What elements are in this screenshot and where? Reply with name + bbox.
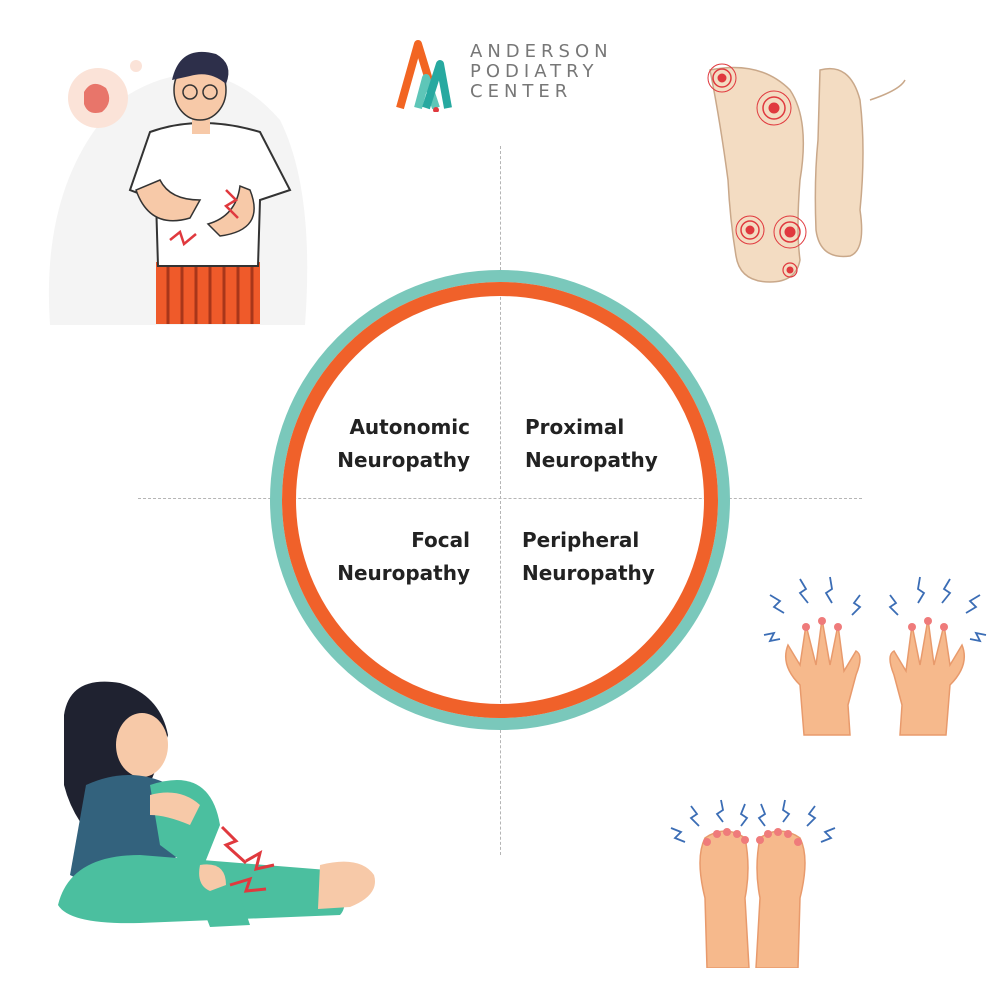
foot-pain-points-illustration: [707, 63, 906, 283]
brand-name-line3: CENTER: [470, 81, 573, 102]
label-line: Focal: [411, 528, 470, 552]
label-line: Neuropathy: [337, 448, 470, 472]
brand-logo: ANDERSON PODIATRY CENTER: [396, 38, 608, 114]
divider-vertical-bottom: [500, 730, 501, 855]
brand-name-line1: ANDERSON: [470, 41, 613, 62]
man-stomach-pain-illustration: [48, 51, 308, 326]
label-line: Peripheral: [522, 528, 640, 552]
divider-horizontal: [138, 498, 862, 499]
divider-vertical-center: [500, 282, 501, 718]
woman-leg-pain-illustration: [58, 681, 375, 927]
divider-vertical-top: [500, 146, 501, 270]
label-line: Neuropathy: [522, 561, 655, 585]
peripheral-neuropathy-label: Peripheral Neuropathy: [522, 524, 655, 590]
tingling-feet-illustration: [670, 799, 836, 968]
label-line: Neuropathy: [337, 561, 470, 585]
label-line: Proximal: [525, 415, 625, 439]
focal-neuropathy-label: Focal Neuropathy: [337, 524, 470, 590]
brand-name-line2: PODIATRY: [470, 61, 599, 82]
neuropathy-ring: [270, 270, 730, 730]
logo-mark-icon: [396, 40, 452, 112]
label-line: Autonomic: [349, 415, 470, 439]
proximal-neuropathy-label: Proximal Neuropathy: [525, 411, 658, 477]
label-line: Neuropathy: [525, 448, 658, 472]
autonomic-neuropathy-label: Autonomic Neuropathy: [337, 411, 470, 477]
tingling-hands-illustration: [763, 576, 987, 736]
